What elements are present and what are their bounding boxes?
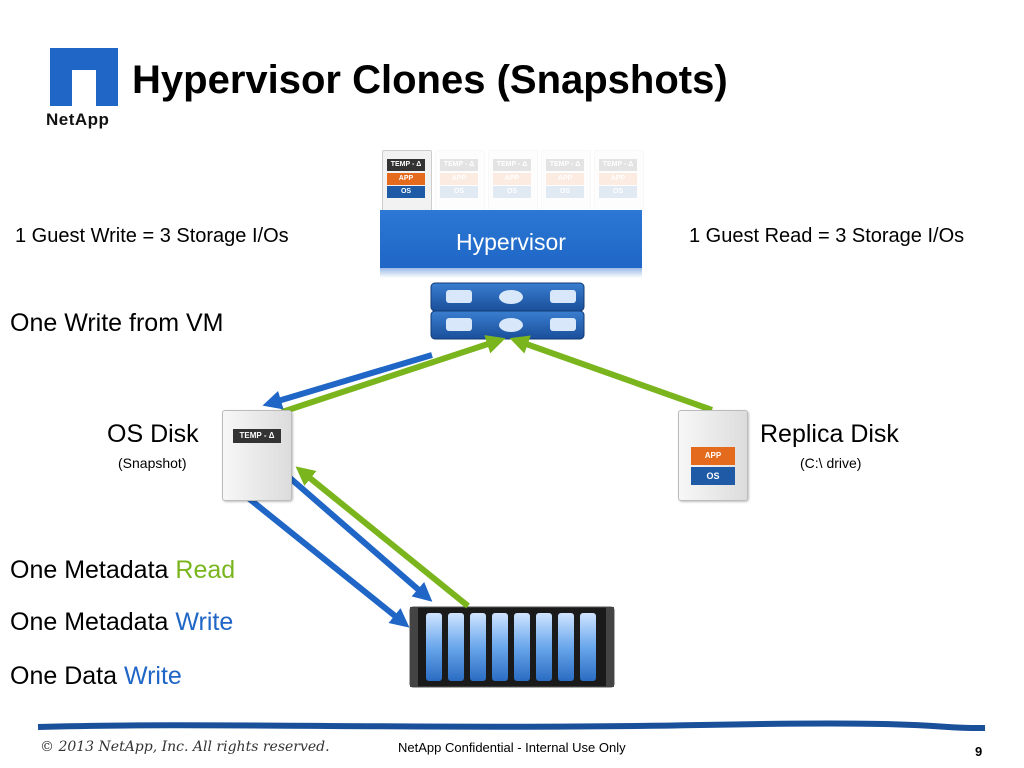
vm-stack-faded: TEMP - Δ APP OS: [594, 150, 644, 212]
metadata-read-word: Read: [175, 556, 236, 584]
replica-disk-icon: APP OS: [678, 410, 748, 501]
one-write-text: One Write from VM: [10, 309, 224, 337]
page-number: 9: [975, 744, 983, 759]
footer-copyright: © 2013 NetApp, Inc. All rights reserved.: [40, 739, 330, 755]
metadata-write-line: One Metadata Write: [10, 608, 233, 637]
data-write-prefix: One Data: [10, 662, 124, 690]
os-disk-icon: TEMP - Δ: [222, 410, 292, 501]
server-icon: [430, 282, 585, 340]
arrow-metadata-write: [288, 475, 433, 602]
vm-os-layer: OS: [493, 186, 531, 198]
storage-array-icon: [409, 606, 615, 688]
vm-temp-layer: TEMP - Δ: [599, 159, 637, 171]
os-disk-sublabel: (Snapshot): [118, 455, 187, 471]
arrow-metadata-read: [295, 466, 470, 609]
footer-confidential: NetApp Confidential - Internal Use Only: [398, 740, 626, 755]
vm-temp-layer: TEMP - Δ: [493, 159, 531, 171]
replica-app-tag: APP: [691, 447, 735, 465]
metadata-read-prefix: One Metadata: [10, 556, 176, 584]
vm-temp-layer: TEMP - Δ: [440, 159, 478, 171]
arrow-osdisk-to-host: [281, 335, 506, 415]
vm-app-layer: APP: [546, 173, 584, 185]
os-disk-label: OS Disk: [107, 420, 199, 448]
metadata-write-word: Write: [175, 608, 234, 636]
vm-app-layer: APP: [599, 173, 637, 185]
metadata-write-prefix: One Metadata: [10, 608, 176, 636]
vm-stack-faded: TEMP - Δ APP OS: [435, 150, 485, 212]
vm-app-layer: APP: [440, 173, 478, 185]
footer-rule: [37, 720, 986, 732]
arrow-host-to-osdisk: [262, 352, 433, 410]
arrow-data-write: [245, 494, 410, 628]
data-write-word: Write: [123, 662, 182, 690]
hypervisor-bar: Hypervisor: [380, 210, 642, 278]
data-write-line: One Data Write: [10, 662, 182, 691]
netapp-logo-icon: [50, 48, 118, 106]
vm-stack-active: TEMP - Δ APP OS: [382, 150, 432, 212]
guest-write-text: 1 Guest Write = 3 Storage I/Os: [15, 225, 289, 247]
vm-temp-layer: TEMP - Δ: [387, 159, 425, 171]
metadata-read-line: One Metadata Read: [10, 556, 235, 585]
guest-read-text: 1 Guest Read = 3 Storage I/Os: [689, 225, 965, 247]
vm-app-layer: APP: [493, 173, 531, 185]
os-disk-temp-tag: TEMP - Δ: [233, 429, 281, 443]
arrow-replica-to-host: [509, 335, 714, 413]
slide-title: Hypervisor Clones (Snapshots): [132, 58, 728, 102]
vm-os-layer: OS: [387, 186, 425, 198]
logo-wordmark: NetApp: [46, 110, 110, 129]
vm-os-layer: OS: [440, 186, 478, 198]
vm-os-layer: OS: [546, 186, 584, 198]
vm-temp-layer: TEMP - Δ: [546, 159, 584, 171]
replica-disk-label: Replica Disk: [760, 420, 899, 448]
vm-app-layer: APP: [387, 173, 425, 185]
replica-os-tag: OS: [691, 467, 735, 485]
vm-os-layer: OS: [599, 186, 637, 198]
replica-disk-sublabel: (C:\ drive): [800, 455, 862, 471]
